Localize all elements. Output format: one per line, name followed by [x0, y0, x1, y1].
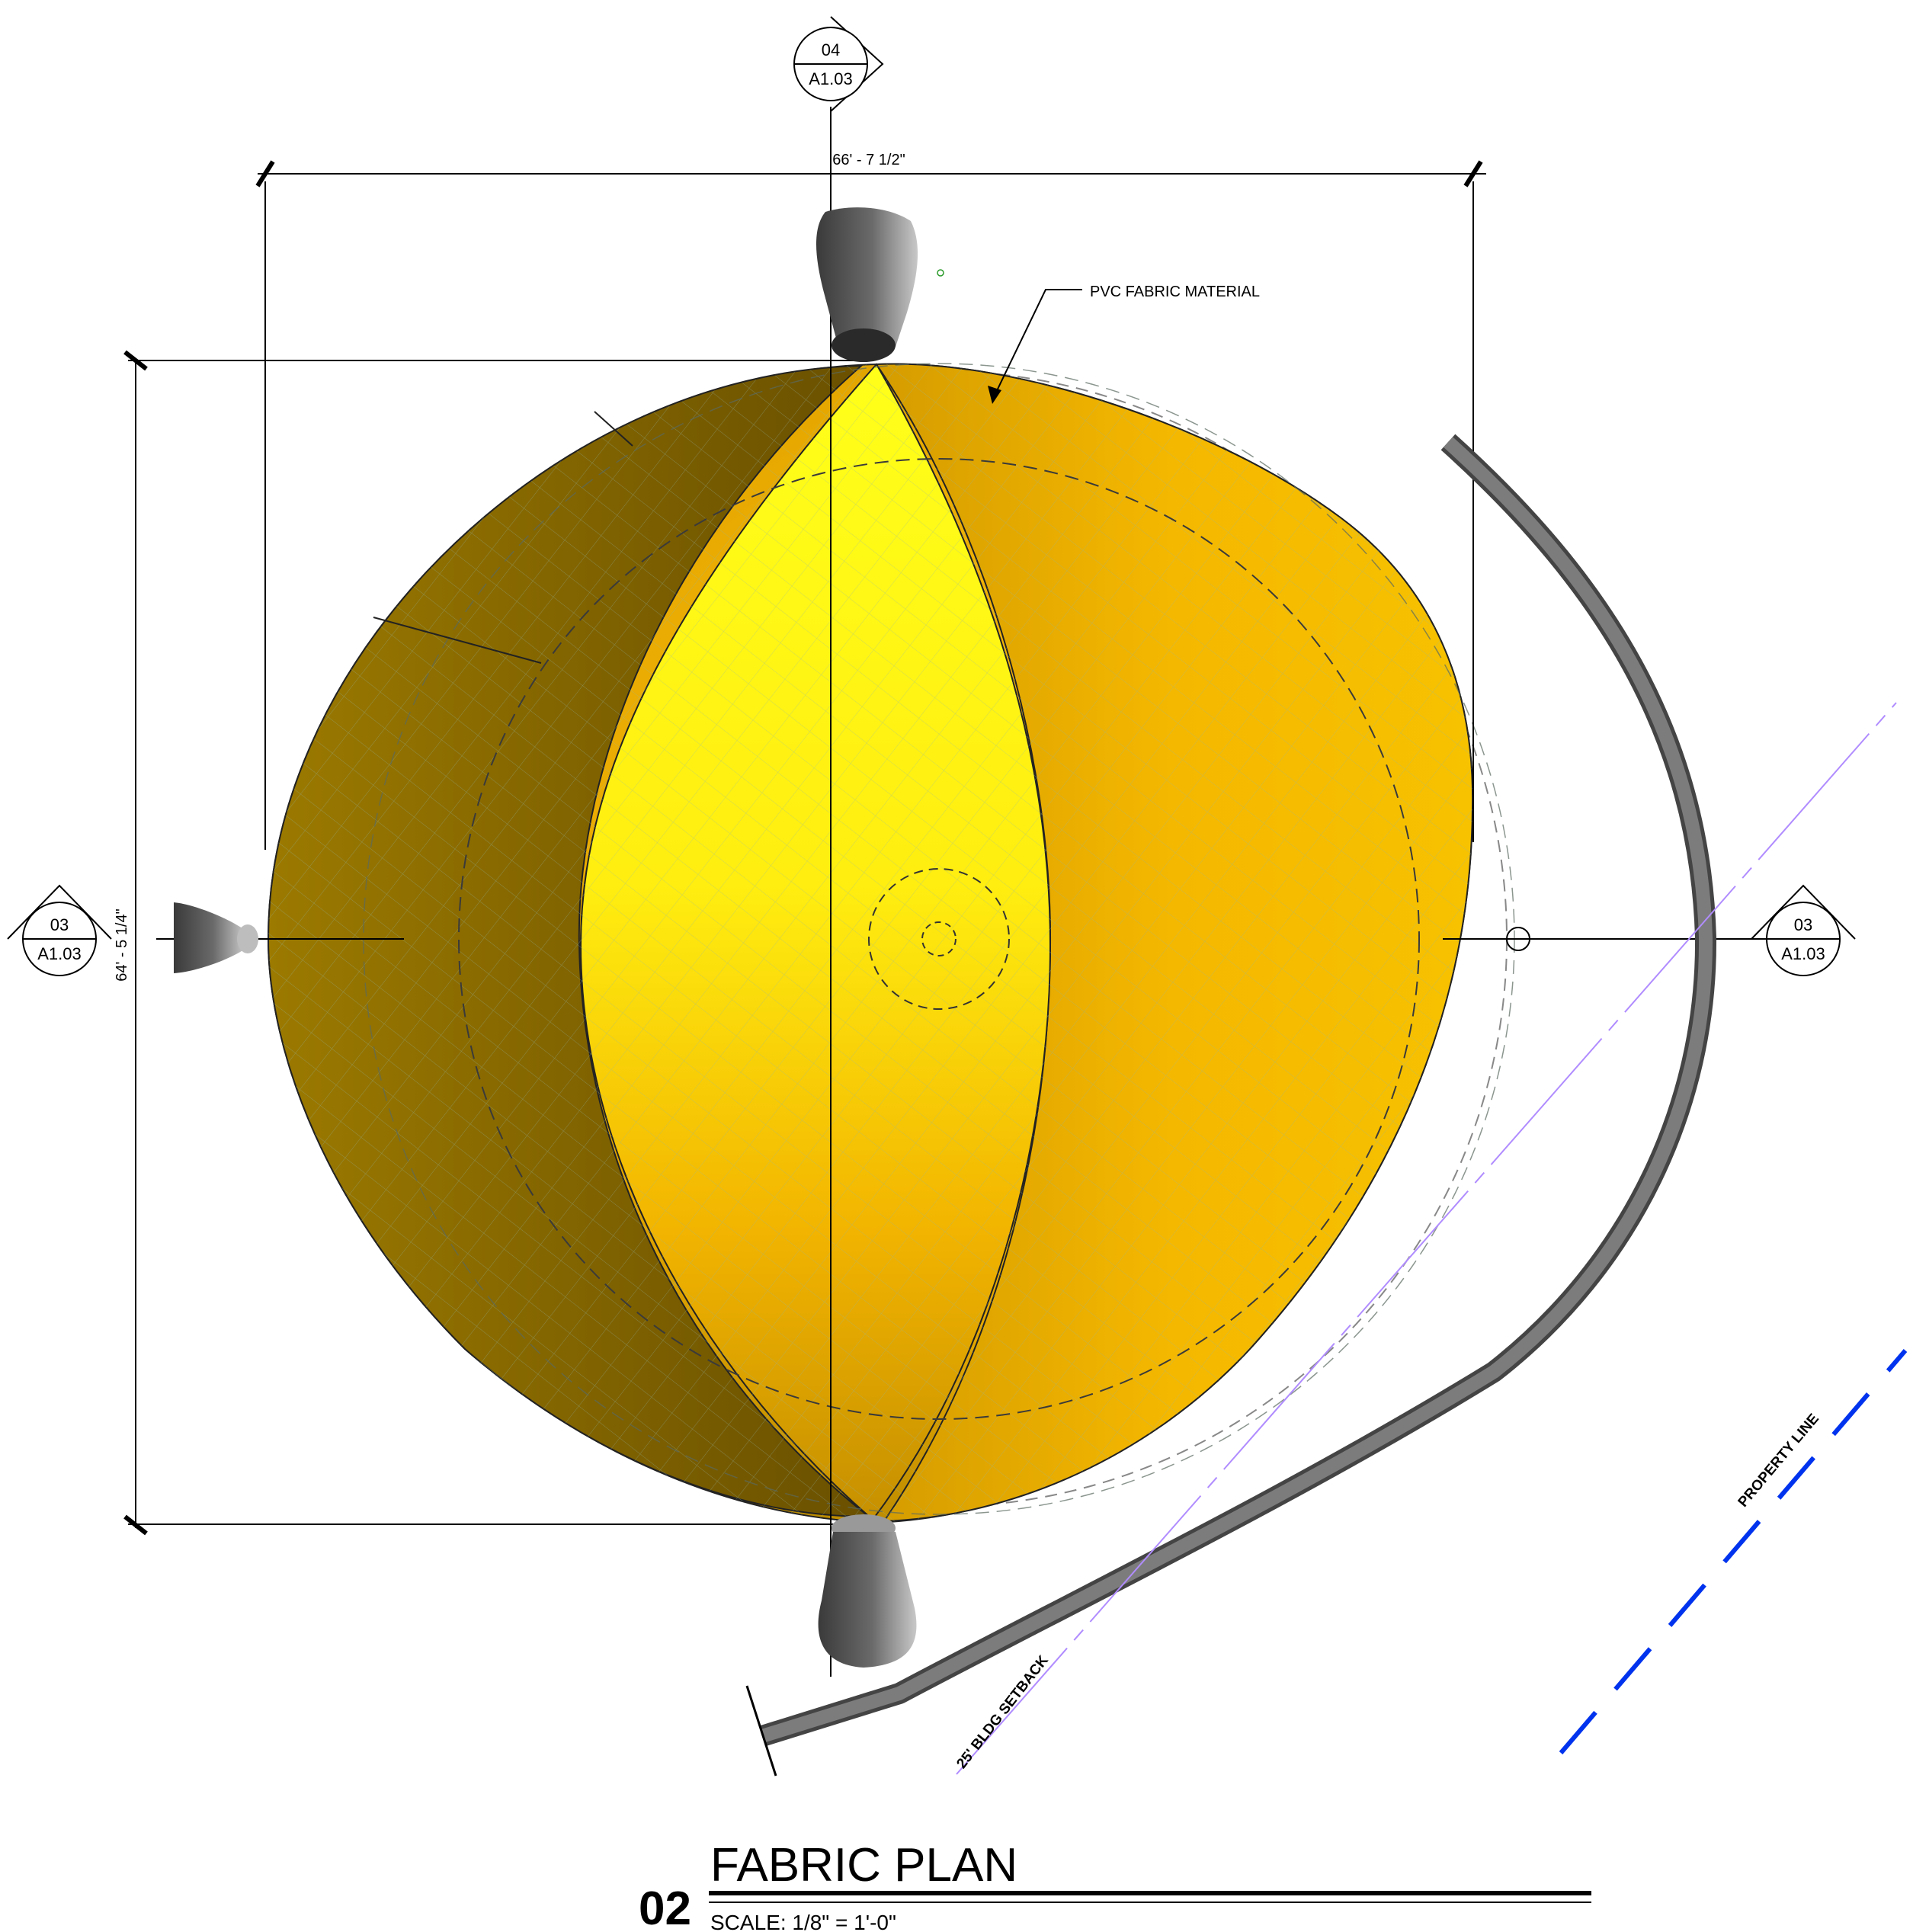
- dimension-width: 66' - 7 1/2": [255, 152, 1486, 850]
- section-marker-top[interactable]: 04 A1.03: [793, 16, 884, 112]
- svg-text:A1.03: A1.03: [1781, 944, 1825, 963]
- dimension-height-label: 64' - 5 1/4": [114, 908, 130, 981]
- view-number: 02: [639, 1882, 691, 1932]
- svg-text:04: 04: [822, 40, 840, 59]
- anchor-bottom: [818, 1514, 917, 1668]
- svg-text:03: 03: [50, 915, 69, 934]
- dimension-height: 64' - 5 1/4": [114, 350, 876, 1536]
- svg-text:03: 03: [1794, 915, 1812, 934]
- view-title-block: 02 FABRIC PLAN SCALE: 1/8" = 1'-0": [639, 1839, 1591, 1932]
- view-scale: SCALE: 1/8" = 1'-0": [710, 1911, 896, 1932]
- svg-text:A1.03: A1.03: [37, 944, 82, 963]
- section-marker-left[interactable]: 03 A1.03: [7, 884, 112, 976]
- fabric-callout: PVC FABRIC MATERIAL: [988, 284, 1260, 404]
- center-target: [868, 868, 1010, 1010]
- section-marker-right[interactable]: 03 A1.03: [1751, 884, 1856, 976]
- retaining-wall: [745, 434, 1717, 1777]
- setback-label: 25' BLDG SETBACK: [953, 1652, 1052, 1771]
- dimension-width-label: 66' - 7 1/2": [832, 152, 905, 168]
- property-line: PROPERTY LINE: [1559, 1349, 1908, 1754]
- inner-reference-circle: [458, 458, 1420, 1420]
- anchor-top: [816, 207, 918, 362]
- fabric-membrane: [267, 363, 1474, 1524]
- fabric-callout-label: PVC FABRIC MATERIAL: [1090, 284, 1260, 300]
- anchor-left: [174, 902, 258, 973]
- svg-text:A1.03: A1.03: [809, 69, 853, 88]
- view-title: FABRIC PLAN: [710, 1839, 1017, 1892]
